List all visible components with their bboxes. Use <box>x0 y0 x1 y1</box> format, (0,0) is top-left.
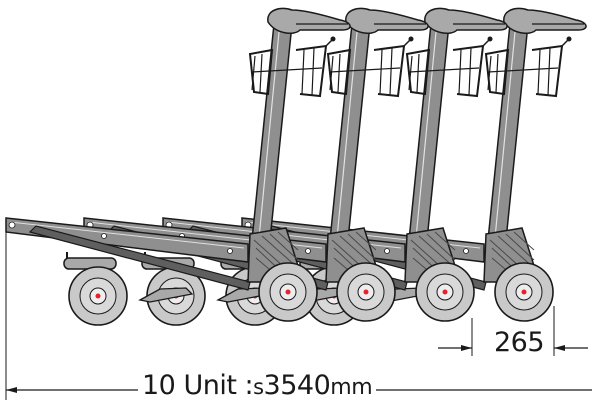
spacing-label: 265 <box>492 327 547 358</box>
total-length-label: 10 Unit :s3540mm <box>138 372 377 399</box>
spacing-dimension <box>438 306 588 356</box>
